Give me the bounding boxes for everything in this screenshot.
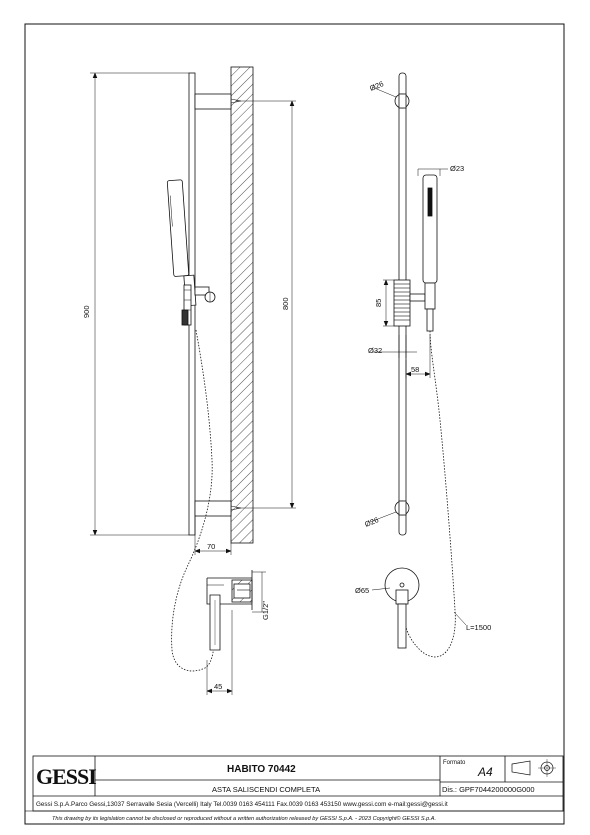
- dim-bracket-spacing: 800: [281, 297, 290, 310]
- product-code: HABITO 70442: [227, 764, 296, 775]
- hose-side: [171, 329, 215, 672]
- drawing-frame: [24, 23, 565, 825]
- company-info: Gessi S.p.A.Parco Gessi,13037 Serravalle…: [36, 801, 448, 808]
- drawing-number: Dis.: GPF7044200000G000: [442, 785, 535, 794]
- slider-knurl: [394, 283, 410, 321]
- dim-handshower-diameter: Ø23: [450, 164, 464, 173]
- wall-outlet-side: [206, 570, 253, 651]
- legal-notice: This drawing by its legislation cannot b…: [52, 815, 436, 822]
- dim-top-bracket-diameter: Ø26: [368, 79, 385, 93]
- dim-outlet-thread: G1/2": [261, 601, 270, 620]
- dim-bottom-bracket-diameter: Ø26: [363, 515, 380, 529]
- gessi-logo: GESSI: [36, 764, 96, 789]
- format-value: A4: [477, 765, 493, 779]
- title-block: [32, 755, 564, 812]
- dim-bar-diameter: Ø32: [368, 346, 382, 355]
- side-view-dimensions: [90, 72, 296, 695]
- bottom-bracket-side: [194, 500, 232, 517]
- format-label: Formato: [443, 760, 466, 766]
- slider-knob-side: [194, 286, 210, 296]
- dim-outlet-rosette-diameter: Ø65: [355, 586, 369, 595]
- dim-total-height: 900: [82, 305, 91, 318]
- wall-section: [230, 66, 254, 544]
- dim-slider-height: 85: [374, 299, 383, 307]
- dim-hose-length: L=1500: [466, 623, 491, 632]
- dim-outlet-depth: 45: [214, 682, 222, 691]
- hose-front: [403, 330, 456, 658]
- dim-holder-offset: 58: [411, 365, 419, 374]
- front-view: [384, 72, 456, 658]
- front-view-dimensions: [369, 86, 467, 626]
- top-bracket-side: [194, 93, 232, 110]
- slider-front: [393, 279, 411, 327]
- dim-wall-offset: 70: [207, 542, 215, 551]
- side-view: [166, 66, 254, 672]
- product-description: ASTA SALISCENDI COMPLETA: [212, 785, 320, 794]
